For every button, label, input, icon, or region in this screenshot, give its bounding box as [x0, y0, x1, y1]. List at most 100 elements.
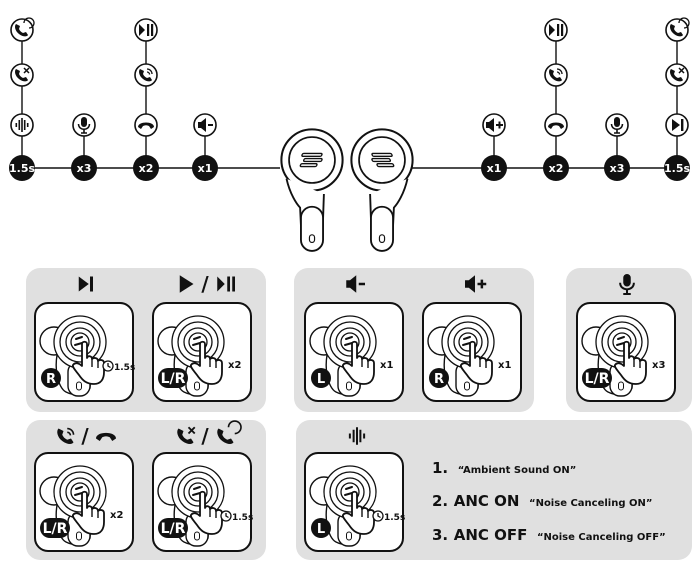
side-badge: L/R — [158, 368, 188, 388]
mode-description: “Noise Canceling ON” — [529, 498, 653, 509]
badge-right-3: 1.5s — [664, 155, 690, 181]
call-reject-icon — [10, 63, 34, 87]
svg-text:x2: x2 — [549, 162, 564, 175]
microphone-icon — [72, 113, 96, 137]
side-badge: L/R — [582, 368, 612, 388]
card-illustration: L/R 1.5s — [157, 465, 253, 547]
card-voice-assistant: L/R x3 — [576, 302, 676, 402]
header-next-track — [30, 272, 140, 296]
svg-text:L/R: L/R — [161, 521, 186, 537]
volume-down-icon — [346, 275, 365, 293]
volume-up-icon — [482, 113, 506, 137]
hang-up-icon — [96, 432, 116, 441]
mode-description: “Ambient Sound ON” — [457, 465, 577, 476]
mode-number: 2. — [432, 492, 449, 510]
svg-text:x1: x1 — [198, 162, 213, 175]
call-vibrate-icon — [665, 17, 690, 42]
icon-separator: / — [201, 424, 209, 448]
gesture-label: x3 — [652, 360, 665, 371]
badge-right-1: x2 — [543, 155, 569, 181]
badge-right-0: x1 — [481, 155, 507, 181]
header-noise-mode — [302, 424, 412, 448]
badge-left-0: 1.5s — [9, 155, 35, 181]
mode-item-2: 2. ANC ON “Noise Canceling ON” — [432, 491, 652, 510]
microphone-icon — [605, 113, 629, 137]
call-vibrate-icon — [10, 17, 35, 42]
call-vibrate-icon — [217, 420, 242, 444]
ambient-sound-icon — [10, 113, 34, 137]
next-track-icon — [665, 113, 689, 137]
svg-text:L: L — [317, 372, 325, 387]
badge-right-2: x3 — [604, 155, 630, 181]
side-badge: L — [311, 518, 331, 538]
microphone-icon — [619, 274, 635, 295]
svg-text:L/R: L/R — [43, 521, 68, 537]
clock-icon — [220, 510, 232, 522]
hang-up-icon — [544, 113, 568, 137]
call-reject-icon — [177, 426, 196, 444]
play-pause-icon — [134, 18, 158, 42]
side-badge: L/R — [158, 518, 188, 538]
call-answer-icon — [544, 63, 568, 87]
svg-text:1.5s: 1.5s — [9, 162, 35, 175]
mode-number: 3. — [432, 526, 449, 544]
badge-left-1: x3 — [71, 155, 97, 181]
card-noise-mode: L 1.5s — [304, 452, 405, 552]
icon-separator: / — [201, 272, 209, 296]
side-badge: R — [429, 368, 449, 388]
header-volume-up — [420, 272, 530, 296]
volume-down-icon — [193, 113, 217, 137]
card-reject-call: L/R 1.5s — [152, 452, 253, 552]
gesture-label: x2 — [228, 360, 241, 371]
svg-text:R: R — [46, 372, 56, 387]
badge-left-2: x2 — [133, 155, 159, 181]
gesture-label: x1 — [498, 360, 511, 371]
svg-text:R: R — [434, 372, 444, 387]
header-answer-hangup: / — [30, 424, 140, 448]
earbud-right-illustration — [351, 129, 412, 251]
card-illustration: L/R x2 — [157, 315, 241, 397]
svg-text:x3: x3 — [77, 162, 92, 175]
card-illustration: L/R x3 — [581, 315, 665, 397]
play-pause-icon — [217, 276, 235, 292]
svg-text:L/R: L/R — [161, 371, 186, 387]
card-illustration: L 1.5s — [309, 465, 405, 547]
clock-icon — [372, 510, 384, 522]
gesture-label: x1 — [380, 360, 393, 371]
gesture-label: 1.5s — [384, 513, 405, 523]
side-badge: L/R — [40, 518, 70, 538]
card-next-track: R 1.5s — [34, 302, 135, 402]
svg-text:x2: x2 — [139, 162, 154, 175]
mode-description: “Noise Canceling OFF” — [536, 532, 666, 543]
earbud-left-illustration — [281, 129, 342, 251]
svg-text:1.5s: 1.5s — [664, 162, 690, 175]
next-track-icon — [78, 276, 93, 292]
gesture-label: 1.5s — [232, 513, 253, 523]
header-play-pause: / — [150, 272, 260, 296]
svg-text:L: L — [317, 522, 325, 537]
icon-separator: / — [81, 424, 89, 448]
svg-text:L/R: L/R — [585, 371, 610, 387]
mode-name: ANC OFF — [453, 526, 528, 544]
card-illustration: R 1.5s — [39, 315, 135, 397]
badge-left-3: x1 — [192, 155, 218, 181]
hang-up-icon — [134, 113, 158, 137]
clock-icon — [102, 360, 114, 372]
ambient-sound-icon — [348, 427, 366, 445]
card-illustration: L/R x2 — [39, 465, 123, 547]
card-play-pause: L/R x2 — [152, 302, 252, 402]
header-voice-assistant — [572, 272, 682, 296]
play-pause-icon — [544, 18, 568, 42]
card-answer-hangup: L/R x2 — [34, 452, 134, 552]
control-overview-diagram: 1.5s x3 x2 x1 x1 x2 x3 1.5s — [9, 17, 690, 260]
mode-name: ANC ON — [453, 492, 520, 510]
call-answer-icon — [57, 427, 75, 444]
side-badge: L — [311, 368, 331, 388]
mode-number: 1. — [432, 459, 449, 477]
gesture-label: 1.5s — [114, 363, 135, 373]
gesture-label: x2 — [110, 510, 123, 521]
svg-text:x3: x3 — [610, 162, 625, 175]
header-reject-call: / — [150, 420, 260, 448]
